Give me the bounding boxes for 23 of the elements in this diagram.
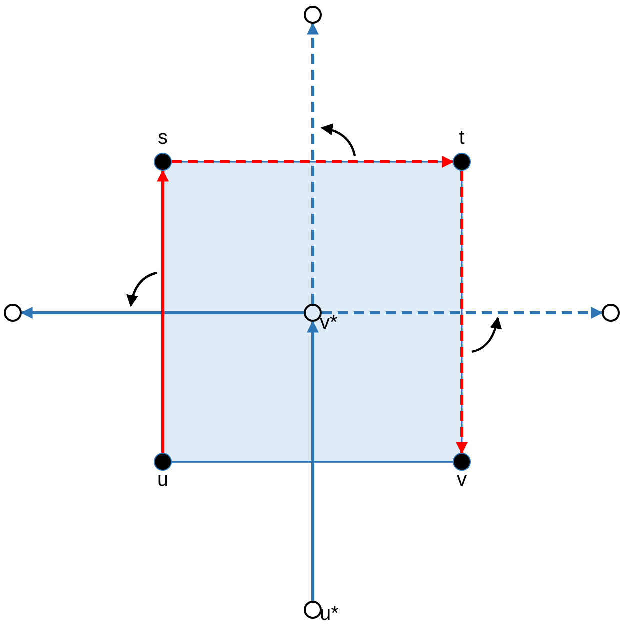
arrow [20,307,304,319]
open-circle [304,6,322,24]
vertex-label: u* [320,604,339,624]
vertex-label: s [158,128,168,148]
vertex-dot [453,453,471,471]
arrow [322,307,604,319]
arrow [456,171,468,454]
vertex-label: v* [320,313,338,333]
arrow [172,156,454,168]
arrow [157,170,169,453]
vertex-dot [154,153,172,171]
vertex-label: t [459,128,465,148]
open-circle [304,304,322,322]
arrow [307,22,319,304]
vertex-label: u [157,470,169,490]
line [172,461,453,463]
arrow [307,320,319,601]
vertex-dot [453,153,471,171]
vertex-label: v [457,470,467,490]
open-circle [602,304,620,322]
open-circle [4,304,22,322]
open-circle [304,601,322,619]
vertex-dot [154,453,172,471]
